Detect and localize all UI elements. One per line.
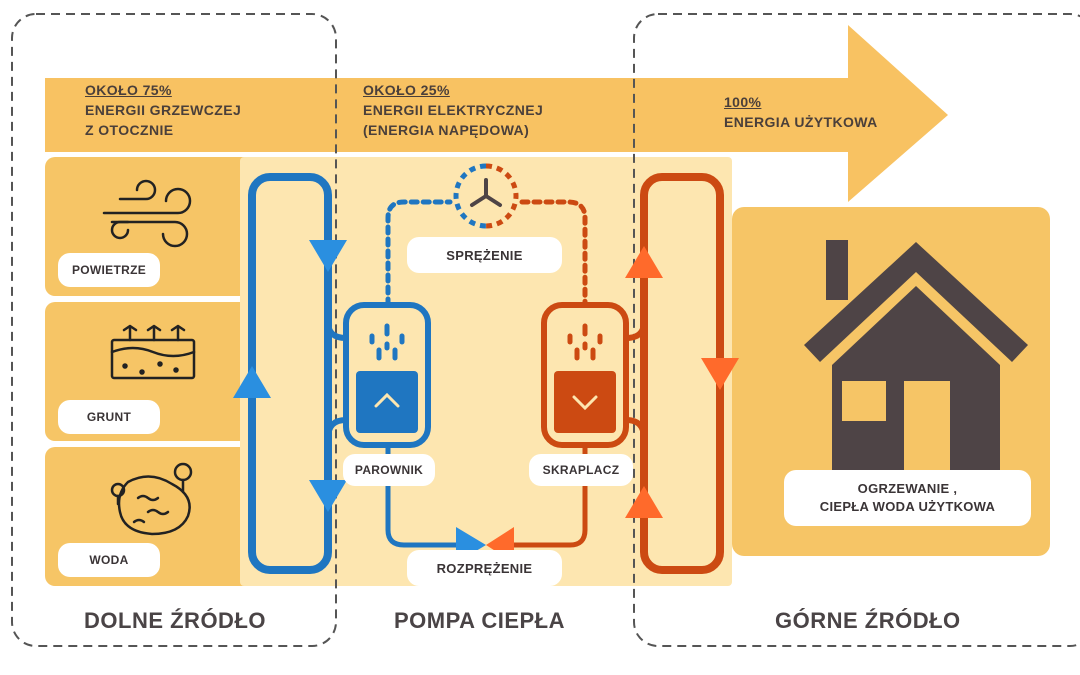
compressor-icon bbox=[453, 163, 519, 229]
electric-line1: ENERGII ELEKTRYCZNEJ bbox=[363, 102, 544, 118]
down-arrow-icon bbox=[701, 358, 739, 390]
up-arrow-icon bbox=[625, 246, 663, 278]
down-arrow-icon bbox=[309, 240, 347, 272]
band-segment-electric: OKOŁO 25% ENERGII ELEKTRYCZNEJ (ENERGIA … bbox=[363, 80, 543, 140]
evaporator-label: PAROWNIK bbox=[343, 454, 435, 486]
lower-source-outline bbox=[11, 13, 337, 647]
ground-icon bbox=[110, 324, 196, 380]
electric-percent: OKOŁO 25% bbox=[363, 82, 450, 98]
upper-source-outline bbox=[633, 13, 1080, 647]
house-label-line1: OGRZEWANIE , bbox=[857, 481, 958, 496]
source-label-water: WODA bbox=[58, 543, 160, 577]
ambient-line1: ENERGII GRZEWCZEJ bbox=[85, 102, 242, 118]
pond-icon bbox=[110, 462, 193, 536]
section-title-lower: DOLNE ŹRÓDŁO bbox=[84, 608, 266, 633]
condenser-label: SKRAPLACZ bbox=[529, 454, 633, 486]
ambient-percent: OKOŁO 75% bbox=[85, 82, 172, 98]
condenser-icon bbox=[541, 302, 629, 448]
useful-line1: ENERGIA UŻYTKOWA bbox=[724, 114, 878, 130]
section-title-upper: GÓRNE ŹRÓDŁO bbox=[775, 608, 961, 633]
ambient-line2: Z OTOCZNIE bbox=[85, 122, 174, 138]
band-segment-ambient: OKOŁO 75% ENERGII GRZEWCZEJ Z OTOCZNIE bbox=[85, 80, 241, 140]
pump-background bbox=[240, 157, 732, 586]
house-icon bbox=[804, 240, 1028, 476]
band-segment-useful: 100% ENERGIA UŻYTKOWA bbox=[724, 92, 878, 132]
house-label-line2: CIEPŁA WODA UŻYTKOWA bbox=[819, 499, 996, 514]
useful-percent: 100% bbox=[724, 94, 762, 110]
electric-line2: (ENERGIA NAPĘDOWA) bbox=[363, 122, 530, 138]
up-arrow-icon bbox=[625, 486, 663, 518]
compression-label: SPRĘŻENIE bbox=[407, 237, 562, 273]
house-label: OGRZEWANIE , CIEPŁA WODA UŻYTKOWA bbox=[784, 470, 1031, 526]
source-label-ground: GRUNT bbox=[58, 400, 160, 434]
energy-arrow-band bbox=[45, 25, 948, 202]
section-title-pump: POMPA CIEPŁA bbox=[394, 608, 566, 633]
source-label-air: POWIETRZE bbox=[58, 253, 160, 287]
evaporator-icon bbox=[343, 302, 431, 448]
wind-icon bbox=[102, 179, 192, 248]
down-arrow-icon bbox=[309, 480, 347, 512]
expansion-label: ROZPRĘŻENIE bbox=[407, 550, 562, 586]
up-arrow-icon bbox=[233, 366, 271, 398]
